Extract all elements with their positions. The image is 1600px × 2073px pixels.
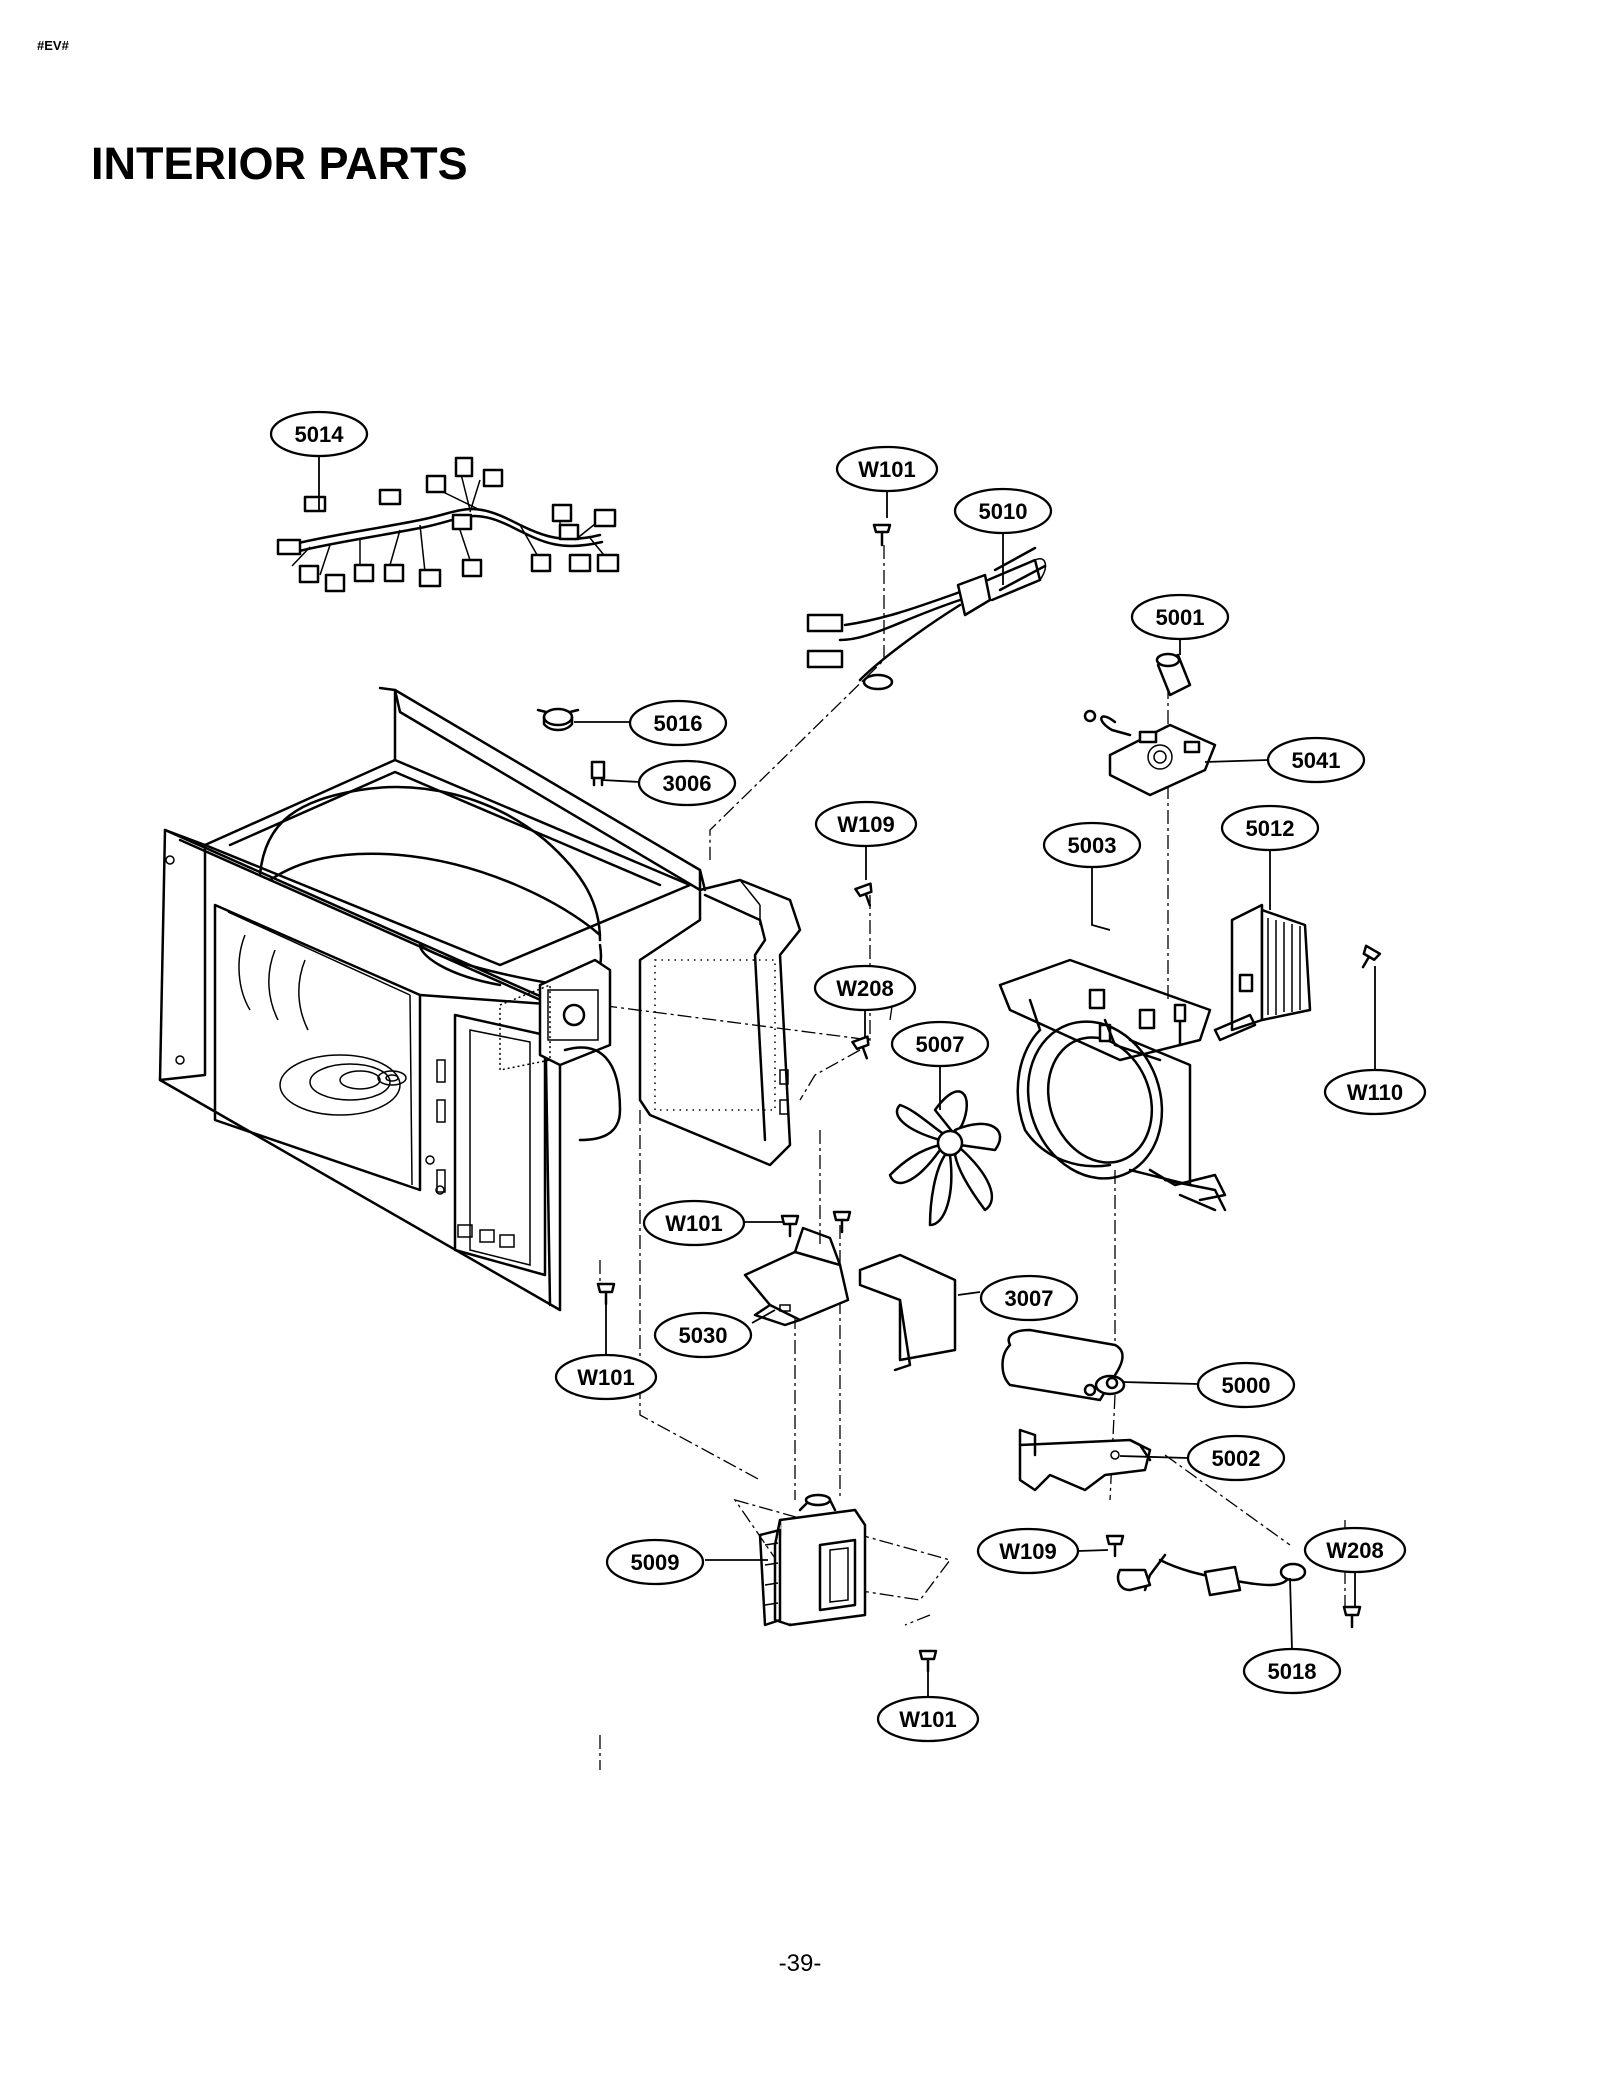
label-5014: 5014 — [269, 410, 369, 458]
svg-text:W110: W110 — [1347, 1080, 1403, 1105]
fan-motor-part — [1213, 903, 1312, 1042]
svg-text:5007: 5007 — [916, 1032, 965, 1057]
screw-W101-bracket-b — [832, 1210, 852, 1234]
label-5002: 5002 — [1186, 1434, 1286, 1482]
svg-text:W208: W208 — [836, 976, 893, 1001]
label-W109-lower: W109 — [976, 1527, 1080, 1575]
wire-harness-part — [276, 456, 620, 593]
part-label-bubbles: 5014 W101 5010 5001 5016 5041 3006 W109 — [269, 410, 1427, 1743]
thermostat-and-sensor-parts — [536, 707, 606, 787]
svg-text:5041: 5041 — [1292, 748, 1341, 773]
screw-W109-upper — [854, 882, 873, 907]
label-W101-bracket: W101 — [642, 1199, 746, 1247]
fuse-and-filter-parts — [1083, 652, 1217, 797]
mesh-dots — [499, 983, 551, 1071]
screw-W101-bracket-a — [780, 1214, 800, 1238]
label-W109-upper: W109 — [814, 800, 918, 848]
svg-text:5018: 5018 — [1268, 1659, 1317, 1684]
svg-text:5030: 5030 — [679, 1323, 728, 1348]
label-W101-cord: W101 — [835, 445, 939, 493]
svg-text:5014: 5014 — [295, 422, 345, 447]
label-5000: 5000 — [1196, 1361, 1296, 1409]
label-3007: 3007 — [979, 1274, 1079, 1322]
label-W208-lower: W208 — [1303, 1526, 1407, 1574]
label-5001: 5001 — [1130, 593, 1230, 641]
label-5018: 5018 — [1242, 1647, 1342, 1695]
svg-text:5012: 5012 — [1246, 816, 1295, 841]
oven-cavity-assembly — [158, 686, 707, 1312]
capacitor-bracket-part — [1018, 1428, 1152, 1492]
label-W101-cavity: W101 — [554, 1353, 658, 1401]
svg-text:W101: W101 — [577, 1365, 634, 1390]
label-5007: 5007 — [890, 1020, 990, 1068]
svg-text:3006: 3006 — [663, 771, 712, 796]
label-W101-magnetron: W101 — [876, 1695, 980, 1743]
svg-text:W109: W109 — [999, 1539, 1056, 1564]
label-5041: 5041 — [1266, 736, 1366, 784]
svg-text:W101: W101 — [665, 1211, 722, 1236]
svg-text:5010: 5010 — [979, 499, 1028, 524]
page-number: -39- — [778, 1950, 822, 1977]
svg-text:W101: W101 — [858, 457, 915, 482]
screw-W208-lower — [1342, 1605, 1362, 1629]
screw-W110 — [1361, 944, 1382, 969]
label-5010: 5010 — [953, 487, 1053, 535]
page-title: INTERIOR PARTS — [91, 138, 468, 189]
screw-W101-magnetron — [918, 1649, 938, 1673]
label-5016: 5016 — [628, 699, 728, 747]
capacitor-part — [1001, 1328, 1126, 1402]
bracket-5030 — [743, 1226, 850, 1327]
screw-W208-upper — [851, 1035, 870, 1060]
leader-lines — [318, 456, 1376, 1697]
svg-text:W109: W109 — [837, 812, 894, 837]
svg-text:3007: 3007 — [1005, 1286, 1054, 1311]
fan-blade-part — [888, 1090, 1002, 1227]
label-W110: W110 — [1323, 1068, 1427, 1116]
svg-text:5000: 5000 — [1222, 1373, 1271, 1398]
svg-text:5016: 5016 — [654, 711, 703, 736]
rear-vent-panel — [638, 878, 802, 1167]
screw-W101-cavity — [596, 1282, 616, 1306]
svg-text:5009: 5009 — [631, 1550, 680, 1575]
label-5012: 5012 — [1220, 804, 1320, 852]
svg-text:5003: 5003 — [1068, 833, 1117, 858]
magnetron-part — [758, 1493, 867, 1627]
screws — [596, 882, 1382, 1673]
svg-text:W101: W101 — [899, 1707, 956, 1732]
label-W208-upper: W208 — [813, 964, 917, 1012]
svg-text:5001: 5001 — [1156, 605, 1205, 630]
page-code: #EV# — [37, 38, 69, 53]
bracket-3007 — [858, 1253, 957, 1372]
label-5003: 5003 — [1042, 821, 1142, 869]
label-5030: 5030 — [653, 1311, 753, 1359]
svg-text:W208: W208 — [1326, 1538, 1383, 1563]
screw-W109-lower — [1105, 1534, 1125, 1558]
svg-text:5002: 5002 — [1212, 1446, 1261, 1471]
thermal-cutout-part — [1116, 1553, 1307, 1597]
fan-duct-part — [998, 958, 1227, 1212]
label-3006: 3006 — [637, 759, 737, 807]
power-cord-part — [806, 523, 1047, 691]
label-5009: 5009 — [605, 1538, 705, 1586]
